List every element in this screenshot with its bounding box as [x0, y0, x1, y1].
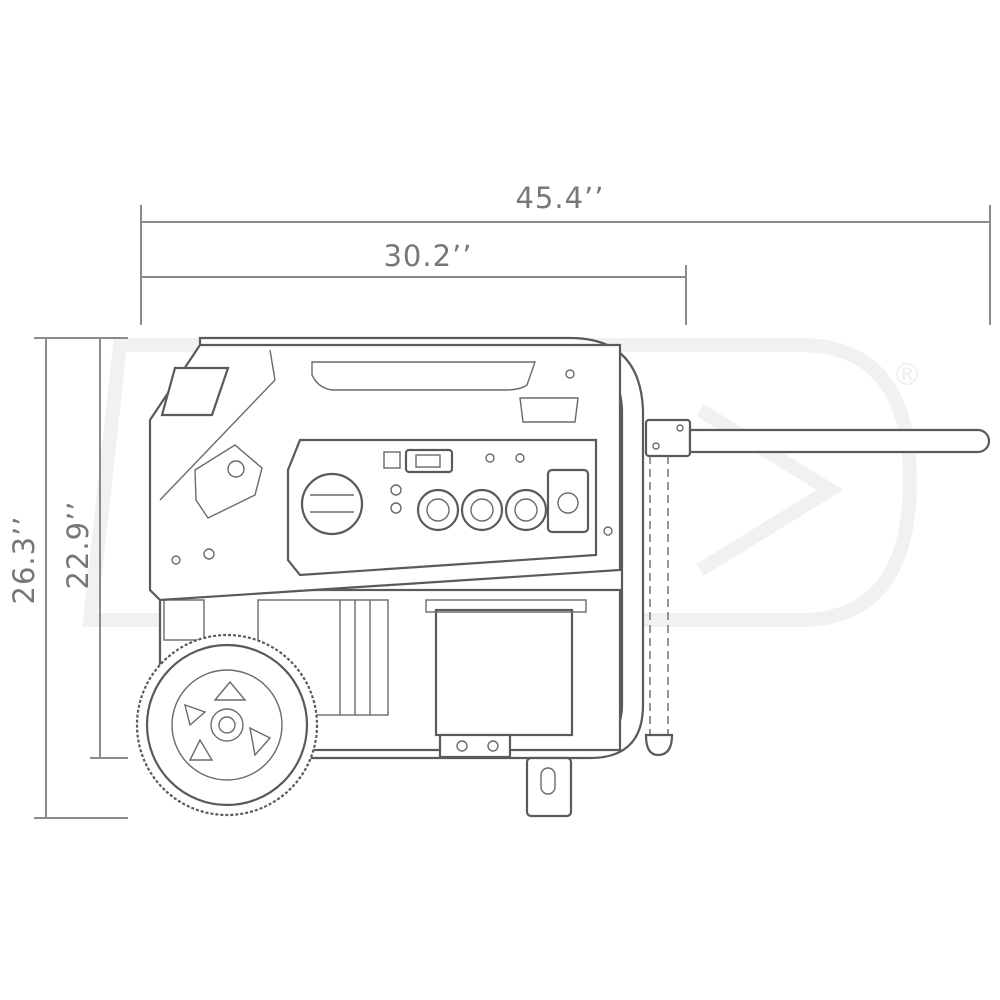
dimension-frame-length: 30.2’’ [141, 239, 687, 325]
overall-height-label: 26.3’’ [7, 515, 41, 604]
wheel [135, 633, 319, 817]
dimension-overall-height: 26.3’’ [7, 337, 128, 819]
dimension-frame-height: 22.9’’ [61, 338, 128, 759]
handle [644, 418, 991, 757]
dimension-overall-length: 45.4’’ [140, 181, 991, 325]
generator-illustration [135, 336, 991, 818]
frame-length-label: 30.2’’ [383, 239, 472, 273]
registered-mark: ® [892, 358, 922, 393]
overall-length-label: 45.4’’ [515, 181, 604, 215]
frame-height-label: 22.9’’ [61, 500, 95, 589]
outlets [416, 468, 590, 534]
